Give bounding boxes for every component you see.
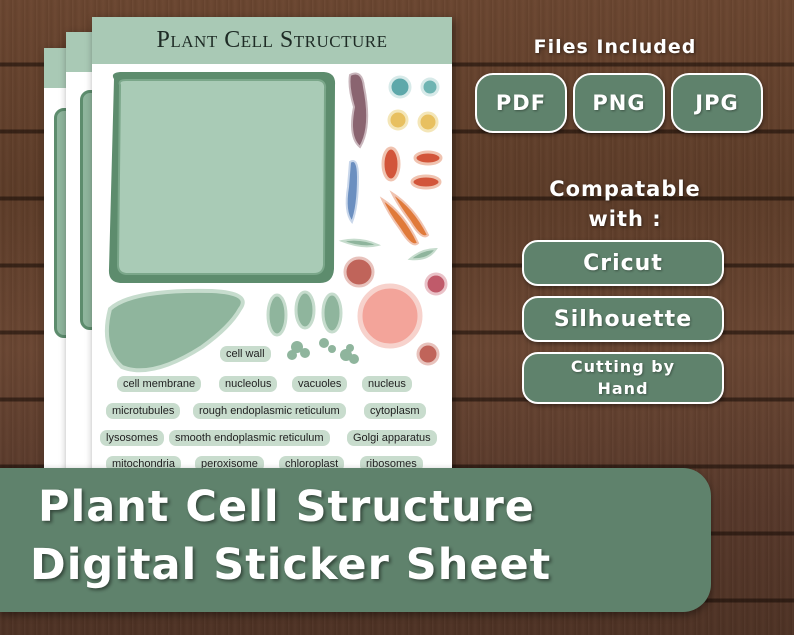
nucleolus-sticker — [343, 256, 375, 288]
label-sticker: lysosomes — [100, 430, 164, 446]
label-sticker: Golgi apparatus — [347, 430, 437, 446]
label-sticker: rough endoplasmic reticulum — [193, 403, 346, 419]
files-included-heading: Files Included — [533, 36, 697, 58]
format-jpg-badge: JPG — [671, 73, 763, 133]
cutting-by-hand-line2: Hand — [597, 379, 649, 398]
chloroplast-sticker — [266, 290, 343, 337]
label-sticker: microtubules — [106, 403, 181, 419]
format-pdf-badge: PDF — [475, 73, 567, 133]
mitochondria-sticker — [381, 146, 401, 182]
label-sticker: cell membrane — [117, 376, 202, 392]
title-banner: Plant Cell Structure Digital Sticker She… — [0, 468, 711, 612]
peroxisome-yellow-sticker — [387, 109, 409, 131]
compatible-heading: Compatable with : — [500, 174, 750, 234]
microtubule-sticker — [407, 247, 438, 261]
ribosome-cyan-sticker — [388, 75, 412, 99]
smooth-er-sticker — [345, 160, 360, 224]
mitochondria-sticker — [413, 150, 443, 166]
lysosome-sticker — [424, 272, 448, 296]
label-sticker: vacuoles — [292, 376, 348, 392]
label-stickers: cell wall cell membrane nucleolus vacuol… — [92, 17, 452, 487]
label-sticker: cytoplasm — [364, 403, 426, 419]
ribosome-cluster-sticker — [287, 338, 359, 364]
peroxisome-yellow-sticker — [417, 111, 439, 133]
peroxisome-small-sticker — [416, 342, 440, 366]
mitochondria-sticker — [410, 174, 442, 190]
label-sticker: cell wall — [220, 346, 271, 362]
compat-cutting-by-hand-badge: Cutting by Hand — [522, 352, 724, 404]
sheet-header: Plant Cell Structure — [92, 17, 452, 64]
nucleus-sticker — [357, 283, 423, 349]
cell-wall-sticker — [108, 72, 336, 283]
banner-title-line2: Digital Sticker Sheet — [30, 540, 552, 590]
organelle-stickers — [104, 72, 448, 373]
format-png-badge: PNG — [573, 73, 665, 133]
sticker-sheet-main: Plant Cell Structure — [92, 17, 452, 487]
golgi-purple-sticker — [348, 72, 369, 149]
label-sticker: nucleus — [362, 376, 412, 392]
cutting-by-hand-line1: Cutting by — [570, 357, 676, 376]
compat-silhouette-badge: Silhouette — [522, 296, 724, 342]
compatible-heading-line2: with : — [588, 207, 662, 231]
compat-cricut-badge: Cricut — [522, 240, 724, 286]
microtubule-sticker — [338, 238, 382, 248]
label-sticker: smooth endoplasmic reticulum — [169, 430, 330, 446]
vacuole-sticker — [104, 288, 245, 373]
banner-title-line1: Plant Cell Structure — [38, 482, 535, 532]
label-sticker: nucleolus — [219, 376, 278, 392]
ribosome-cyan-sticker — [420, 77, 440, 97]
golgi-orange-sticker — [379, 190, 430, 246]
sheet-title: Plant Cell Structure — [156, 27, 388, 53]
compatible-heading-line1: Compatable — [549, 177, 701, 201]
